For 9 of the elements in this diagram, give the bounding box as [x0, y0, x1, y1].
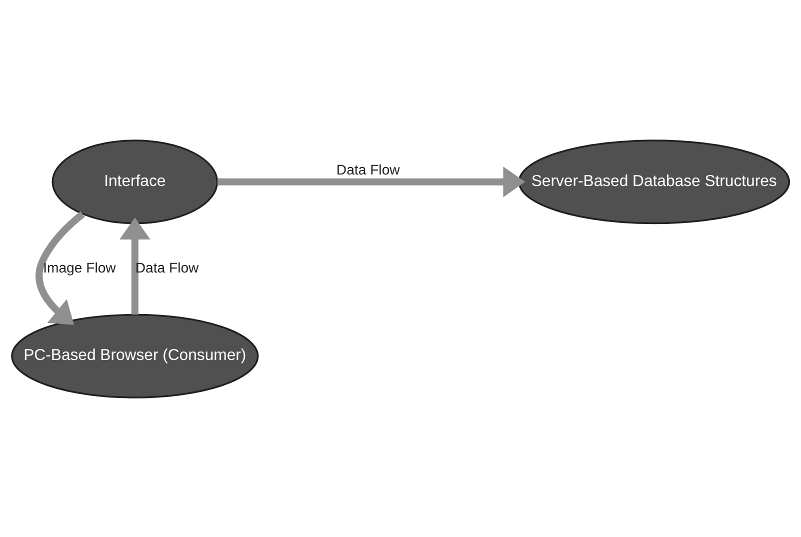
edge-label: Image Flow	[43, 258, 116, 275]
node-ellipse: PC-Based Browser (Consumer)	[11, 313, 259, 398]
arrow	[120, 217, 150, 314]
edge-label: Data Flow	[336, 161, 400, 178]
edge-label: Data Flow	[135, 258, 199, 275]
node-ellipse: Server-Based Database Structures	[518, 139, 790, 224]
arrow	[36, 210, 85, 324]
node-ellipse: Interface	[52, 139, 218, 224]
arrow	[217, 166, 526, 197]
